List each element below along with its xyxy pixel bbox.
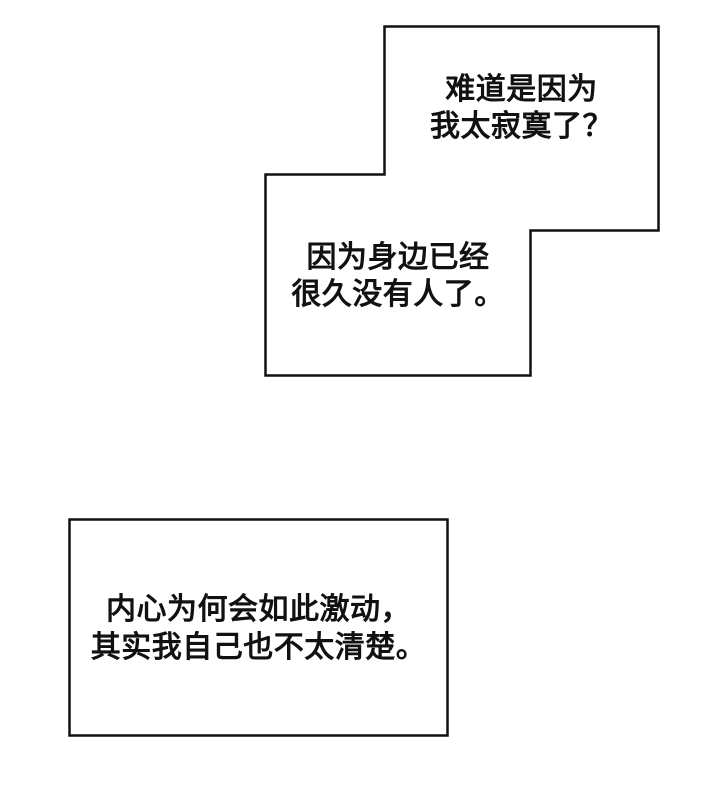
bottom-caption-box-outline: [68, 518, 449, 737]
caption-line: 难道是因为: [445, 73, 598, 106]
caption-text-middle-left: 因为身边已经 很久没有人了。: [265, 239, 531, 313]
caption-line: 内心为何会如此激动，: [106, 593, 411, 626]
caption-line: 很久没有人了。: [291, 278, 505, 311]
caption-line: 我太寂寞了？: [430, 110, 613, 143]
caption-text-top-right: 难道是因为 我太寂寞了？: [384, 71, 659, 145]
merged-caption-boxes-outline: [264, 25, 660, 377]
caption-line: 因为身边已经: [306, 241, 490, 274]
caption-text-bottom: 内心为何会如此激动， 其实我自己也不太清楚。: [69, 591, 448, 667]
caption-line: 其实我自己也不太清楚。: [90, 631, 427, 664]
